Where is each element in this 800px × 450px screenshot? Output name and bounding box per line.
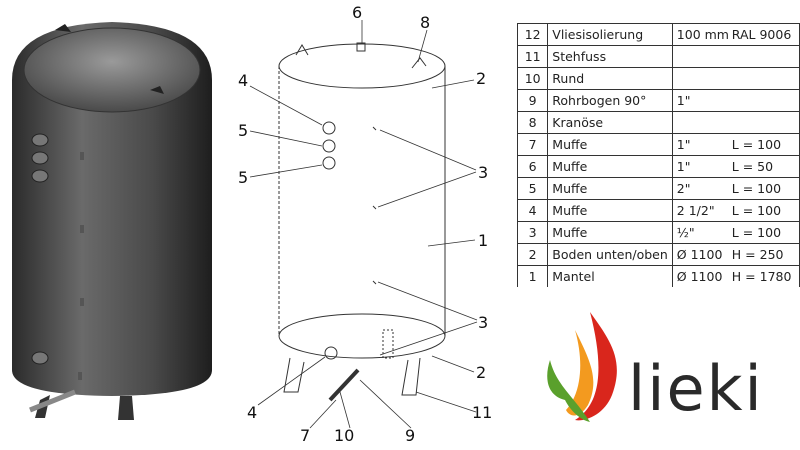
callout-8: 8 (420, 13, 430, 32)
spec-value: 1" (676, 159, 691, 174)
spec-extra: L = 100 (731, 225, 782, 240)
technical-drawing (278, 42, 446, 402)
spec-value: ½" (676, 225, 695, 240)
part-number: 4 (516, 199, 549, 222)
part-spec: Ø 1100 H = 250 (672, 243, 800, 266)
callout-9: 9 (405, 426, 415, 445)
callout-6: 6 (352, 3, 362, 22)
part-number: 10 (516, 67, 549, 90)
callout-7: 7 (300, 426, 310, 445)
callout-10: 10 (334, 426, 354, 445)
spec-value: 100 mm (676, 27, 729, 42)
part-spec: 1" L = 50 (672, 155, 800, 178)
part-number: 1 (516, 265, 549, 287)
spec-extra: L = 100 (731, 203, 782, 218)
flame-logo-icon (547, 312, 617, 422)
part-number: 2 (516, 243, 549, 266)
part-name: Boden unten/oben (547, 243, 673, 266)
part-name: Kranöse (547, 111, 673, 134)
part-spec: 2 1/2" L = 100 (672, 199, 800, 222)
part-name: Muffe (547, 177, 673, 200)
spec-extra: H = 1780 (731, 269, 792, 284)
spec-value: 1" (676, 137, 691, 152)
callout-3-bottom: 3 (478, 313, 488, 332)
part-number: 8 (516, 111, 549, 134)
part-name: Muffe (547, 199, 673, 222)
part-name: Muffe (547, 133, 673, 156)
spec-extra: L = 50 (731, 159, 774, 174)
part-name: Vliesisolierung (547, 23, 673, 46)
part-spec: 2" L = 100 (672, 177, 800, 200)
spec-extra: RAL 9006 (731, 27, 792, 42)
part-number: 12 (516, 23, 549, 46)
part-number: 5 (516, 177, 549, 200)
spec-value: 2" (676, 181, 691, 196)
part-spec: Ø 1100 H = 1780 (672, 265, 800, 287)
callout-1: 1 (478, 231, 488, 250)
part-spec (672, 111, 800, 134)
part-name: Muffe (547, 221, 673, 244)
spec-value: 1" (676, 93, 691, 108)
callout-2-bottom: 2 (476, 363, 486, 382)
part-spec (672, 67, 800, 90)
part-spec (672, 45, 800, 68)
part-name: Rund (547, 67, 673, 90)
logo-wordmark: lieki (628, 352, 764, 425)
part-number: 11 (516, 45, 549, 68)
callout-4-top: 4 (238, 71, 248, 90)
part-name: Stehfuss (547, 45, 673, 68)
part-number: 7 (516, 133, 549, 156)
part-spec: 1" L = 100 (672, 133, 800, 156)
callout-2-top: 2 (476, 69, 486, 88)
callout-4-bottom: 4 (247, 403, 257, 422)
part-number: 3 (516, 221, 549, 244)
part-name: Mantel (547, 265, 673, 287)
callout-3-top: 3 (478, 163, 488, 182)
part-spec: 1" (672, 89, 800, 112)
spec-extra: H = 250 (731, 247, 784, 262)
spec-value: Ø 1100 (676, 269, 723, 284)
callout-5-a: 5 (238, 121, 248, 140)
part-number: 9 (516, 89, 549, 112)
spec-extra: L = 100 (731, 137, 782, 152)
spec-extra: L = 100 (731, 181, 782, 196)
callout-5-b: 5 (238, 168, 248, 187)
callout-11: 11 (472, 403, 492, 422)
spec-value: 2 1/2" (676, 203, 715, 218)
part-name: Muffe (547, 155, 673, 178)
part-name: Rohrbogen 90° (547, 89, 673, 112)
part-number: 6 (516, 155, 549, 178)
part-spec: ½" L = 100 (672, 221, 800, 244)
spec-value: Ø 1100 (676, 247, 723, 262)
